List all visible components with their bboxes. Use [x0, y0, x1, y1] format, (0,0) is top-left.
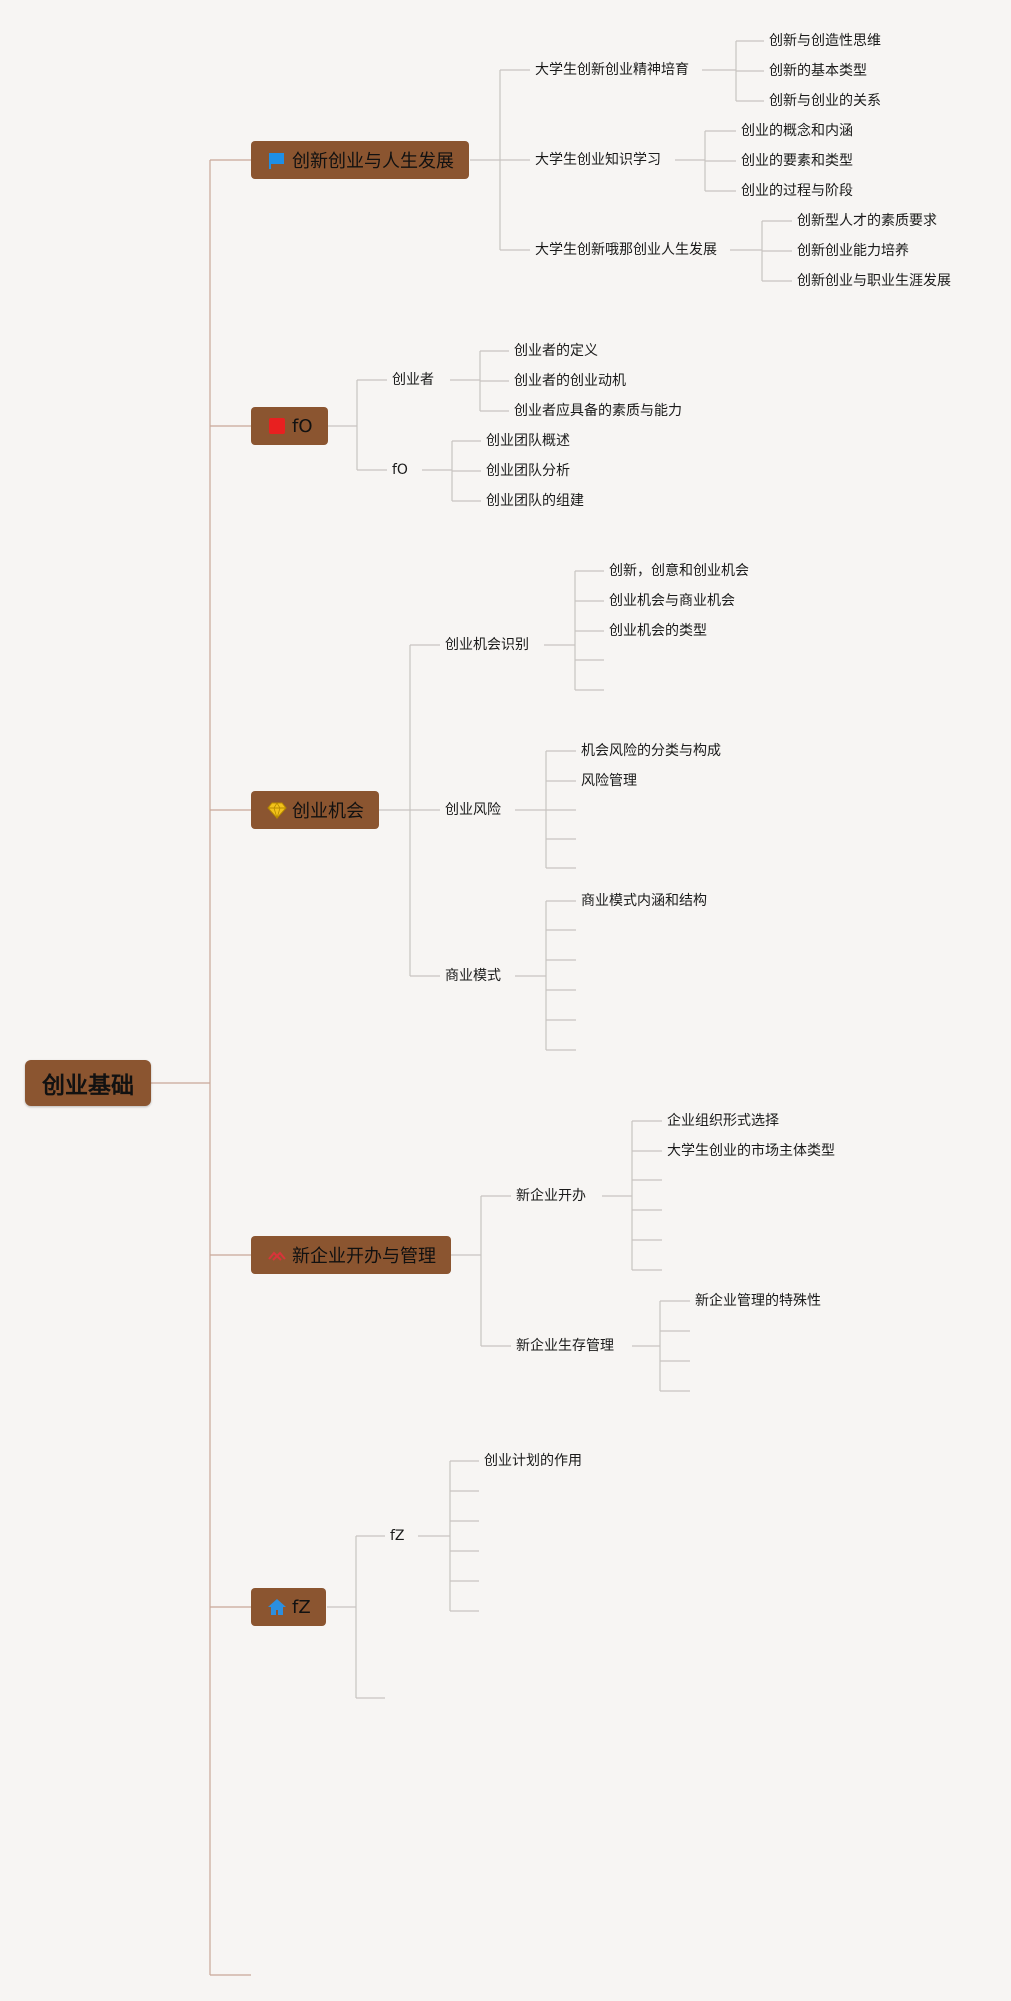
subtopic-node[interactable]: fZ — [390, 1528, 405, 1544]
leaf-node[interactable]: 创新，创意和创业机会 — [609, 563, 749, 579]
topic-label: 新企业开办与管理 — [292, 1246, 436, 1267]
leaf-node[interactable]: 创业团队概述 — [486, 433, 570, 449]
leaf-node[interactable]: 创业的要素和类型 — [741, 153, 853, 169]
leaf-node[interactable]: 创业计划的作用 — [484, 1453, 582, 1469]
leaf-node[interactable]: 创业机会的类型 — [609, 623, 707, 639]
subtopic-node[interactable]: 大学生创业知识学习 — [535, 152, 661, 168]
leaf-node[interactable]: 机会风险的分类与构成 — [581, 743, 721, 759]
leaf-node[interactable]: 创新型人才的素质要求 — [797, 213, 937, 229]
topic-label: 创新创业与人生发展 — [292, 151, 454, 172]
leaf-node[interactable]: 风险管理 — [581, 773, 637, 789]
root-node[interactable]: 创业基础 — [25, 1060, 151, 1106]
leaf-node[interactable]: 创业者应具备的素质与能力 — [514, 403, 682, 419]
leaf-node[interactable]: 创业者的定义 — [514, 343, 598, 359]
hands-icon — [267, 1245, 287, 1265]
leaf-node[interactable]: 创业团队分析 — [486, 463, 570, 479]
topic-node-5[interactable]: fZ — [251, 1588, 326, 1626]
topic-node-3[interactable]: 创业机会 — [251, 791, 379, 829]
leaf-node[interactable]: 企业组织形式选择 — [667, 1113, 779, 1129]
flag-icon — [267, 150, 287, 170]
leaf-node[interactable]: 创新与创业的关系 — [769, 93, 881, 109]
topic-label: fZ — [292, 1596, 311, 1618]
leaf-node[interactable]: 创业的概念和内涵 — [741, 123, 853, 139]
leaf-node[interactable]: 创新创业能力培养 — [797, 243, 909, 259]
leaf-node[interactable]: 创新与创造性思维 — [769, 33, 881, 49]
subtopic-node[interactable]: 新企业生存管理 — [516, 1338, 614, 1354]
red-square-icon — [267, 416, 287, 436]
topic-label: fO — [292, 415, 313, 437]
topic-node-1[interactable]: 创新创业与人生发展 — [251, 141, 469, 179]
leaf-node[interactable]: 创业团队的组建 — [486, 493, 584, 509]
leaf-node[interactable]: 创业机会与商业机会 — [609, 593, 735, 609]
topic-label: 创业机会 — [292, 801, 364, 822]
subtopic-node[interactable]: 商业模式 — [445, 968, 501, 984]
subtopic-node[interactable]: 大学生创新创业精神培育 — [535, 62, 689, 78]
subtopic-node[interactable]: fO — [392, 462, 408, 478]
leaf-node[interactable]: 创业者的创业动机 — [514, 373, 626, 389]
subtopic-node[interactable]: 创业者 — [392, 372, 434, 388]
diamond-icon — [267, 800, 287, 820]
leaf-node[interactable]: 新企业管理的特殊性 — [695, 1293, 821, 1309]
topic-node-2[interactable]: fO — [251, 407, 328, 445]
subtopic-node[interactable]: 大学生创新哦那创业人生发展 — [535, 242, 717, 258]
leaf-node[interactable]: 创新创业与职业生涯发展 — [797, 273, 951, 289]
house-icon — [267, 1597, 287, 1617]
leaf-node[interactable]: 创业的过程与阶段 — [741, 183, 853, 199]
leaf-node[interactable]: 商业模式内涵和结构 — [581, 893, 707, 909]
subtopic-node[interactable]: 创业机会识别 — [445, 637, 529, 653]
leaf-node[interactable]: 创新的基本类型 — [769, 63, 867, 79]
topic-node-4[interactable]: 新企业开办与管理 — [251, 1236, 451, 1274]
subtopic-node[interactable]: 新企业开办 — [516, 1188, 586, 1204]
subtopic-node[interactable]: 创业风险 — [445, 802, 501, 818]
leaf-node[interactable]: 大学生创业的市场主体类型 — [667, 1143, 835, 1159]
